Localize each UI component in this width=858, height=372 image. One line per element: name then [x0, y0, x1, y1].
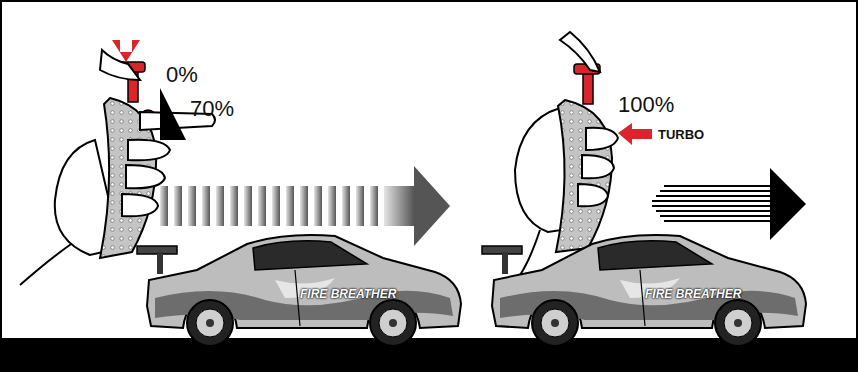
- car-decal: FIRE BREATHER: [645, 288, 741, 300]
- throttle-min: 0%: [166, 64, 198, 86]
- turbo-label: TURBO: [658, 128, 704, 141]
- car-decal: FIRE BREATHER: [300, 288, 396, 300]
- throttle-full: 100%: [618, 94, 674, 116]
- throttle-max: 70%: [190, 98, 234, 120]
